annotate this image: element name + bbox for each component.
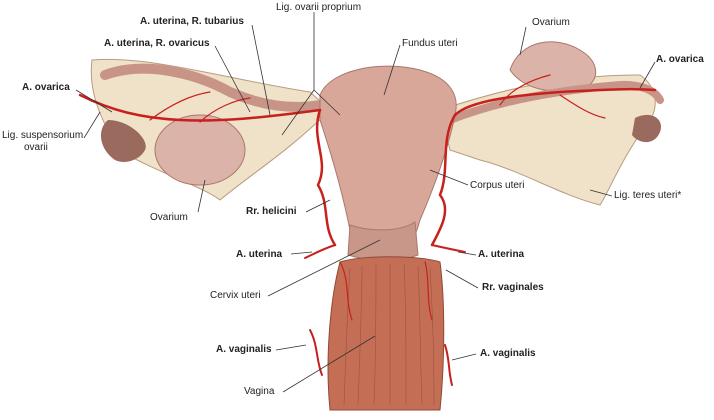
label-lig-suspensorium-2: ovarii (24, 142, 48, 153)
vagina (327, 256, 445, 411)
fallopian-tube-left (100, 63, 325, 112)
label-a-vaginalis-right: A. vaginalis (480, 348, 536, 359)
label-ovarium-right: Ovarium (532, 17, 570, 28)
fimbriae-right (632, 114, 661, 143)
uterus-body (319, 65, 457, 259)
label-vagina: Vagina (244, 386, 275, 397)
label-corpus-uteri: Corpus uteri (470, 180, 525, 191)
label-lig-suspensorium-1: Lig. suspensorium (2, 130, 84, 141)
label-a-uterina-left: A. uterina (236, 249, 283, 260)
arteries (78, 74, 657, 386)
label-a-uterina-r-ovaricus: A. uterina, R. ovaricus (104, 38, 210, 49)
label-a-ovarica-left: A. ovarica (22, 82, 70, 93)
fimbriae-left (100, 120, 146, 162)
label-lig-teres-uteri: Lig. teres uteri* (614, 190, 682, 201)
label-rr-vaginales: Rr. vaginales (482, 282, 544, 293)
label-rr-helicini: Rr. helicini (246, 206, 297, 217)
label-a-vaginalis-left: A. vaginalis (216, 344, 272, 355)
label-cervix-uteri: Cervix uteri (210, 290, 261, 301)
leader-lines (75, 12, 656, 393)
vaginal-folds (343, 263, 435, 406)
label-a-uterina-r-tubarius: A. uterina, R. tubarius (140, 16, 244, 27)
label-lig-ovarii-proprium: Lig. ovarii proprium (276, 2, 362, 13)
label-a-uterina-right: A. uterina (478, 249, 525, 260)
label-ovarium-left: Ovarium (150, 212, 188, 223)
label-fundus-uteri: Fundus uteri (402, 38, 458, 49)
label-a-ovarica-right: A. ovarica (656, 54, 704, 65)
ovary-right (509, 41, 597, 92)
ovary-left (154, 114, 246, 186)
